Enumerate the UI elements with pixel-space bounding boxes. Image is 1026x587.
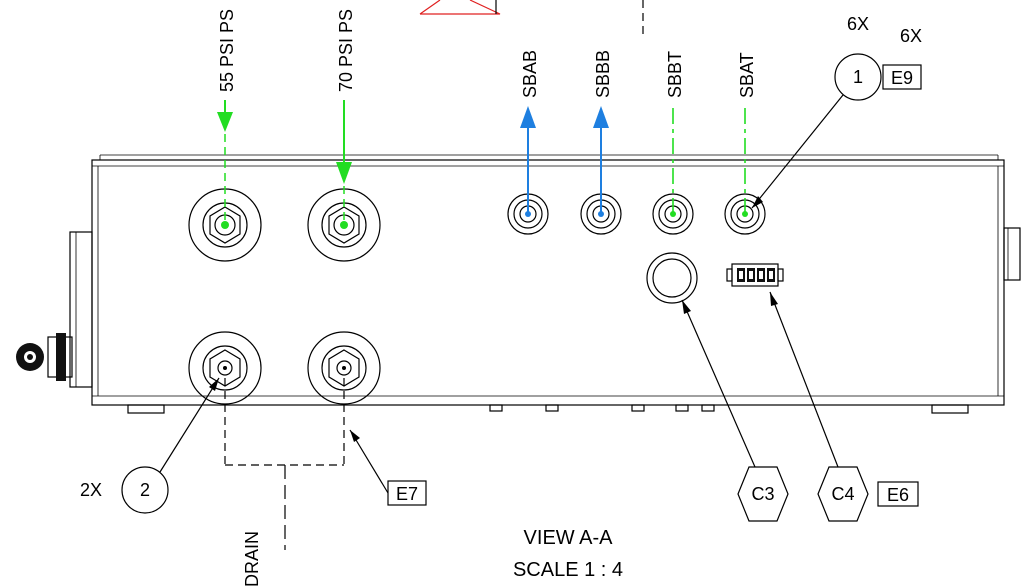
fitting-sbbt xyxy=(652,193,694,235)
view-scale: SCALE 1 : 4 xyxy=(513,559,623,581)
connector-c4 xyxy=(726,263,784,287)
label-drain: DRAIN xyxy=(242,531,262,587)
label-sbbb: SBBB xyxy=(593,50,613,98)
label-70psi: 70 PSI PS xyxy=(336,9,356,92)
drain-lines xyxy=(224,378,345,550)
label-sbab: SBAB xyxy=(520,50,540,98)
plug-c3 xyxy=(646,252,698,304)
ref-c3: C3 xyxy=(751,484,774,504)
ref-e7: E7 xyxy=(396,484,418,504)
revision-triangle xyxy=(419,0,501,15)
label-sbbt: SBBT xyxy=(665,51,685,98)
cable-gland xyxy=(16,333,73,381)
leader-70psi xyxy=(336,100,352,225)
ref-e6: E6 xyxy=(887,485,909,505)
qty-6x-a: 6X xyxy=(847,14,869,34)
callout-c3: C3 xyxy=(681,299,789,522)
callout-e7: E7 xyxy=(349,429,427,506)
label-55psi: 55 PSI PS xyxy=(217,9,237,92)
ref-e9: E9 xyxy=(891,68,913,88)
qty-6x-b: 6X xyxy=(900,26,922,46)
ref-c4: C4 xyxy=(831,484,854,504)
leader-sbbb xyxy=(593,106,609,214)
item-1-number: 1 xyxy=(853,67,863,87)
item-2-number: 2 xyxy=(140,480,150,500)
callout-item-1: 1 E9 6X 6X xyxy=(751,14,922,209)
leader-55psi xyxy=(217,100,233,225)
view-title: VIEW A-A xyxy=(524,527,614,549)
leader-sbab xyxy=(520,106,536,214)
callout-c4: C4 E6 xyxy=(769,291,919,522)
enclosure-body xyxy=(69,154,1021,414)
callout-item-2: 2 2X xyxy=(80,377,220,514)
fitting-sbat xyxy=(724,193,766,235)
qty-2x: 2X xyxy=(80,480,102,500)
label-sbat: SBAT xyxy=(737,52,757,98)
